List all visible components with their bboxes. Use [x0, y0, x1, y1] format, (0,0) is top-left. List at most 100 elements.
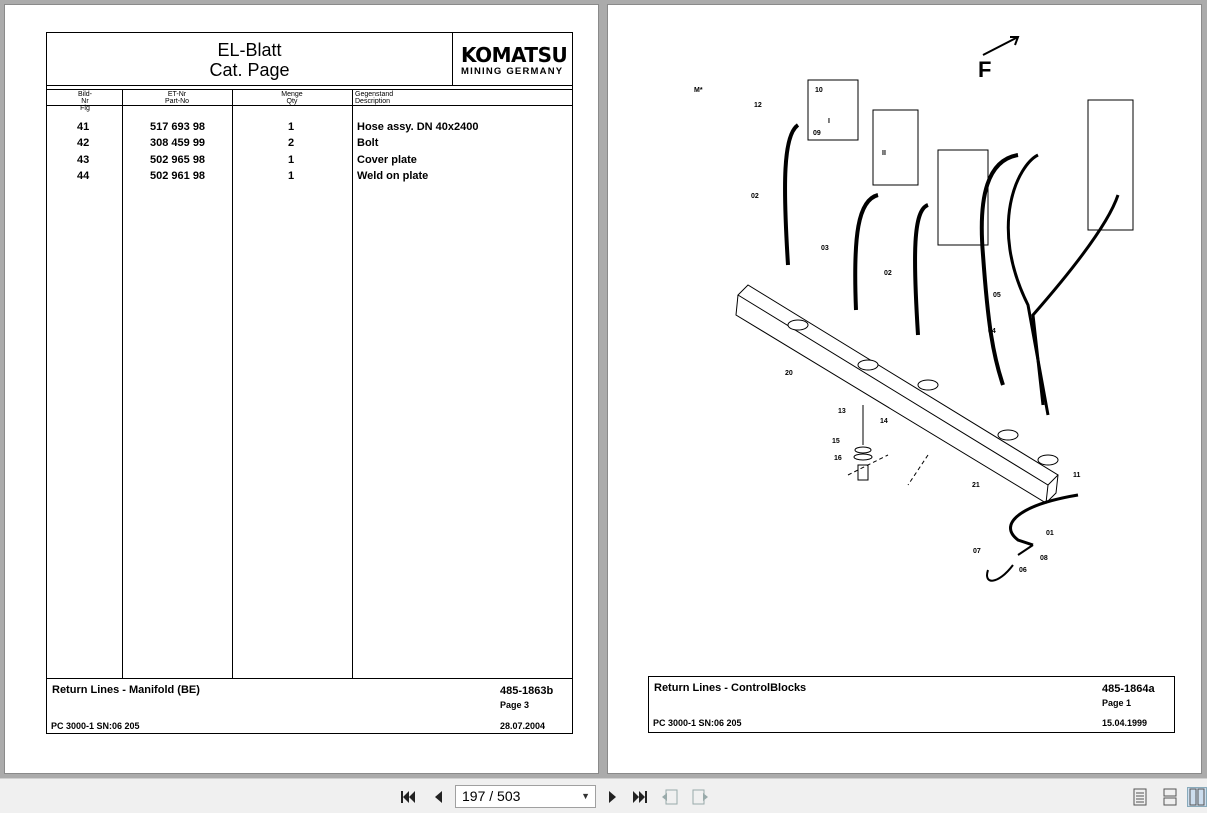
- callout-13: 13: [838, 408, 846, 415]
- continuous-view-button[interactable]: [1160, 787, 1180, 807]
- page-forward-icon: [692, 789, 708, 805]
- logo-main-text: KOMATSU: [461, 43, 568, 67]
- callout-11: 11: [1073, 472, 1081, 479]
- single-page-view-button[interactable]: [1130, 787, 1150, 807]
- callout-02: 02: [884, 270, 892, 277]
- footer-title: Return Lines - ControlBlocks: [654, 682, 807, 694]
- callout-06: 06: [1019, 567, 1027, 574]
- last-page-icon: [633, 791, 647, 803]
- previous-page-button[interactable]: [428, 787, 448, 807]
- column-header-part-no: ET-Nr Part-No: [162, 91, 192, 105]
- first-page-button[interactable]: [398, 787, 418, 807]
- chevron-down-icon: ▼: [581, 791, 590, 801]
- cell-fig: 44: [77, 170, 90, 182]
- callout-02: 02: [751, 193, 759, 200]
- continuous-page-icon: [1163, 788, 1177, 806]
- footer-date: 28.07.2004: [500, 721, 546, 731]
- page-back-button[interactable]: [660, 787, 680, 807]
- page-right: F M* 12 10 09 02 03 02 05 04 20 13 14 15…: [607, 4, 1202, 774]
- callout-14: 14: [880, 418, 888, 425]
- col-qty-de: Menge: [281, 91, 303, 98]
- page-indicator: 197 / 503: [462, 788, 521, 804]
- callout-10: 10: [815, 87, 823, 94]
- column-divider: [352, 89, 353, 679]
- komatsu-logo: KOMATSU MINING GERMANY: [452, 33, 572, 85]
- callout-03: 03: [821, 245, 829, 252]
- callout-08: 08: [1040, 555, 1048, 562]
- roman-numeral-1: I: [828, 118, 830, 125]
- previous-page-icon: [435, 791, 442, 803]
- callout-15: 15: [832, 438, 840, 445]
- next-page-button[interactable]: [603, 787, 623, 807]
- col-desc-de: Gegenstand: [355, 91, 394, 98]
- page-number-select[interactable]: 197 / 503 ▼: [455, 785, 596, 808]
- table-row: 43 502 965 98 1 Cover plate: [47, 154, 572, 170]
- footer-doc-no: 485-1863b: [500, 685, 554, 697]
- col-fig-en: Fig: [80, 105, 90, 112]
- cell-part-no: 502 961 98: [150, 170, 206, 182]
- exploded-view-drawing: F M* 12 10 09 02 03 02 05 04 20 13 14 15…: [694, 36, 1134, 582]
- column-divider: [122, 89, 123, 679]
- catalog-title: EL-Blatt Cat. Page: [47, 40, 452, 80]
- title-line-2: Cat. Page: [209, 60, 290, 80]
- col-fig-de: Bild-Nr: [77, 91, 92, 105]
- table-row: 42 308 459 99 2 Bolt: [47, 137, 572, 153]
- callout-09: 09: [813, 130, 821, 137]
- column-header-fig: Bild-Nr Fig: [75, 91, 95, 112]
- two-page-icon: [1189, 788, 1205, 806]
- footer-machine: PC 3000-1 SN:06 205: [51, 721, 140, 731]
- callout-12: 12: [754, 102, 762, 109]
- cell-qty: 1: [288, 170, 295, 182]
- column-header-description: Gegenstand Description: [355, 91, 393, 105]
- col-part-de: ET-Nr: [167, 91, 187, 98]
- cell-qty: 1: [288, 154, 295, 166]
- footer-machine: PC 3000-1 SN:06 205: [653, 718, 742, 728]
- cell-description: Bolt: [357, 137, 379, 149]
- table-row: 41 517 693 98 1 Hose assy. DN 40x2400: [47, 121, 572, 137]
- col-qty-en: Qty: [286, 98, 298, 105]
- cell-part-no: 308 459 99: [150, 137, 206, 149]
- catalog-header: EL-Blatt Cat. Page KOMATSU MINING GERMAN…: [47, 33, 572, 86]
- two-page-view-button[interactable]: [1187, 787, 1207, 807]
- cell-description: Hose assy. DN 40x2400: [357, 121, 479, 133]
- page-left: EL-Blatt Cat. Page KOMATSU MINING GERMAN…: [4, 4, 599, 774]
- page-footer: Return Lines - ControlBlocks 485-1864a P…: [648, 676, 1175, 733]
- document-viewer[interactable]: EL-Blatt Cat. Page KOMATSU MINING GERMAN…: [0, 0, 1207, 778]
- cell-description: Weld on plate: [357, 170, 429, 182]
- first-page-icon: [401, 791, 415, 803]
- page-footer: Return Lines - Manifold (BE) 485-1863b P…: [47, 678, 572, 734]
- single-page-icon: [1133, 788, 1147, 806]
- col-part-en: Part-No: [164, 98, 190, 105]
- callout-05: 05: [993, 292, 1001, 299]
- table-row: 44 502 961 98 1 Weld on plate: [47, 170, 572, 186]
- logo-sub-text: MINING GERMANY: [461, 66, 564, 77]
- footer-title: Return Lines - Manifold (BE): [52, 684, 200, 696]
- cell-fig: 43: [77, 154, 90, 166]
- cell-description: Cover plate: [357, 154, 417, 166]
- last-page-button[interactable]: [630, 787, 650, 807]
- callout-20: 20: [785, 370, 793, 377]
- callout-07: 07: [973, 548, 981, 555]
- cell-fig: 42: [77, 137, 90, 149]
- col-desc-en: Description: [355, 98, 391, 105]
- page-back-icon: [662, 789, 678, 805]
- footer-page: Page 1: [1102, 698, 1132, 708]
- cell-part-no: 502 965 98: [150, 154, 206, 166]
- column-header-row: Bild-Nr Fig ET-Nr Part-No Menge Qty Gege…: [47, 89, 572, 112]
- cell-qty: 2: [288, 137, 295, 149]
- footer-doc-no: 485-1864a: [1102, 683, 1155, 695]
- callout-04: 04: [988, 328, 996, 335]
- navigation-toolbar: 197 / 503 ▼: [0, 778, 1207, 813]
- roman-numeral-2: II: [882, 150, 886, 157]
- direction-label: F: [978, 57, 991, 82]
- cell-fig: 41: [77, 121, 90, 133]
- corner-mark: M*: [694, 87, 703, 94]
- page-forward-button[interactable]: [690, 787, 710, 807]
- footer-date: 15.04.1999: [1102, 718, 1148, 728]
- footer-page: Page 3: [500, 700, 530, 710]
- column-header-qty: Menge Qty: [277, 91, 307, 105]
- title-line-1: EL-Blatt: [217, 40, 282, 60]
- cell-part-no: 517 693 98: [150, 121, 206, 133]
- callout-01: 01: [1046, 530, 1054, 537]
- callout-16: 16: [834, 455, 842, 462]
